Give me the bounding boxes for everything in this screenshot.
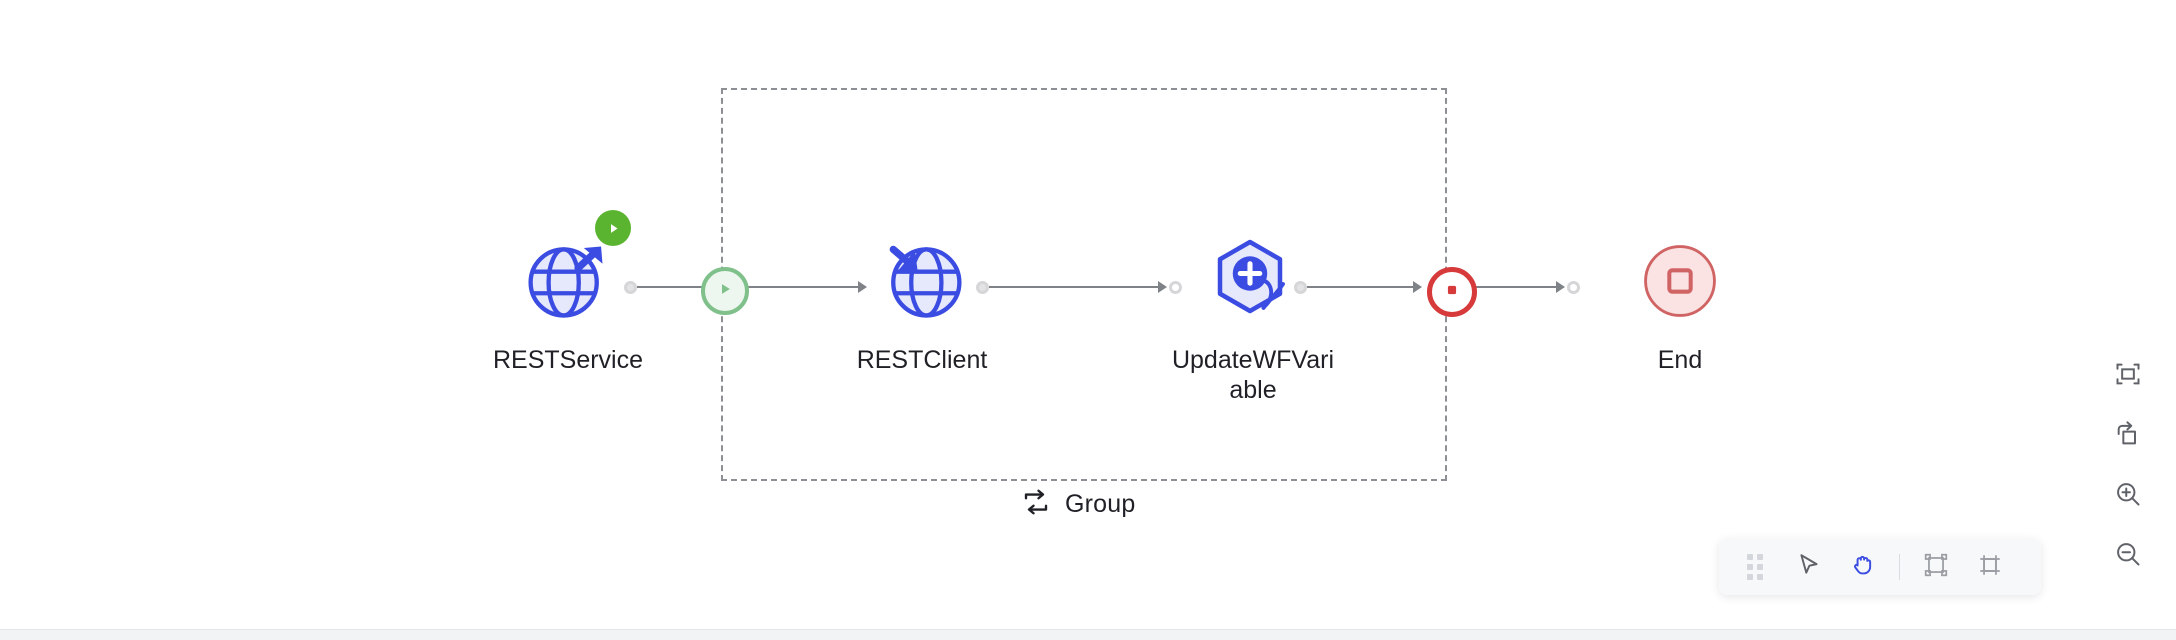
select-box-icon (1923, 552, 1949, 583)
edge-arrow-head (858, 281, 867, 293)
toolbar-divider (1899, 554, 1900, 580)
node-updatewfvariable[interactable]: UpdateWFVariable (1168, 235, 1338, 405)
pan-tool-button[interactable] (1837, 545, 1889, 589)
node-label: RESTService (492, 346, 644, 374)
edge-target-port[interactable] (1567, 280, 1580, 294)
select-tool-button[interactable] (1783, 545, 1835, 589)
select-area-tool-button[interactable] (1910, 545, 1962, 589)
fit-screen-icon (2114, 360, 2142, 393)
repeat-loop-icon (1021, 487, 1051, 522)
node-icon-wrap (1595, 235, 1765, 331)
node-label: End (1657, 346, 1703, 374)
edge-line (1468, 286, 1557, 288)
rotate-square-icon (2114, 420, 2142, 453)
frame-tool-button[interactable] (1964, 545, 2016, 589)
node-icon-wrap (837, 235, 1007, 331)
canvas-tool-dock[interactable] (1719, 539, 2041, 595)
node-label: RESTClient (856, 346, 988, 374)
edge-restclient-to-updatewfvariable[interactable] (976, 277, 1182, 297)
zoom-out-button[interactable] (2108, 536, 2148, 576)
zoom-out-icon (2114, 540, 2142, 573)
edge-target-port[interactable] (1169, 280, 1182, 294)
hexagon-plus-x-icon (1205, 233, 1301, 334)
fit-to-screen-button[interactable] (2108, 356, 2148, 396)
group-label-text: Group (1065, 490, 1136, 518)
node-restservice[interactable]: RESTService (483, 210, 653, 375)
zoom-in-button[interactable] (2108, 476, 2148, 516)
edge-source-port[interactable] (1294, 280, 1307, 294)
node-label: UpdateWFVariable (1171, 346, 1335, 404)
cursor-arrow-icon (1796, 552, 1822, 583)
edge-line (1307, 286, 1414, 288)
frame-crop-icon (1977, 552, 2003, 583)
globe-outbound-arrow-icon (522, 235, 614, 332)
node-restclient[interactable]: RESTClient (837, 235, 1007, 375)
edge-arrow-head (1556, 281, 1565, 293)
group-start-marker[interactable] (701, 267, 749, 315)
canvas-view-toolbar[interactable] (2108, 356, 2148, 576)
reset-view-button[interactable] (2108, 416, 2148, 456)
node-icon-wrap (483, 210, 653, 332)
stop-square-circle-icon (1642, 243, 1718, 324)
edge-updatewfvariable-to-group-stop[interactable] (1294, 277, 1422, 297)
group-label[interactable]: Group (1021, 487, 1135, 522)
globe-inbound-arrow-icon (876, 235, 968, 332)
bottom-status-strip (0, 629, 2176, 640)
edge-arrow-head (1413, 281, 1422, 293)
edge-source-port[interactable] (624, 280, 637, 294)
group-stop-marker[interactable] (1427, 267, 1477, 317)
hand-icon (1850, 552, 1876, 583)
zoom-in-icon (2114, 480, 2142, 513)
edge-line (637, 286, 722, 288)
node-play-badge[interactable] (595, 210, 631, 246)
drag-dots-icon (1747, 554, 1763, 580)
edge-line (747, 286, 859, 288)
node-end[interactable]: End (1595, 235, 1765, 375)
edge-group-start-to-restclient[interactable] (747, 277, 867, 297)
edge-line (989, 286, 1159, 288)
node-icon-wrap (1168, 235, 1338, 331)
edge-group-stop-to-end[interactable] (1468, 277, 1580, 297)
play-circle-icon (716, 280, 734, 303)
drag-handle[interactable] (1729, 545, 1781, 589)
edge-source-port[interactable] (976, 280, 989, 294)
stop-square-icon (1445, 283, 1459, 302)
edge-arrow-head (1158, 281, 1167, 293)
